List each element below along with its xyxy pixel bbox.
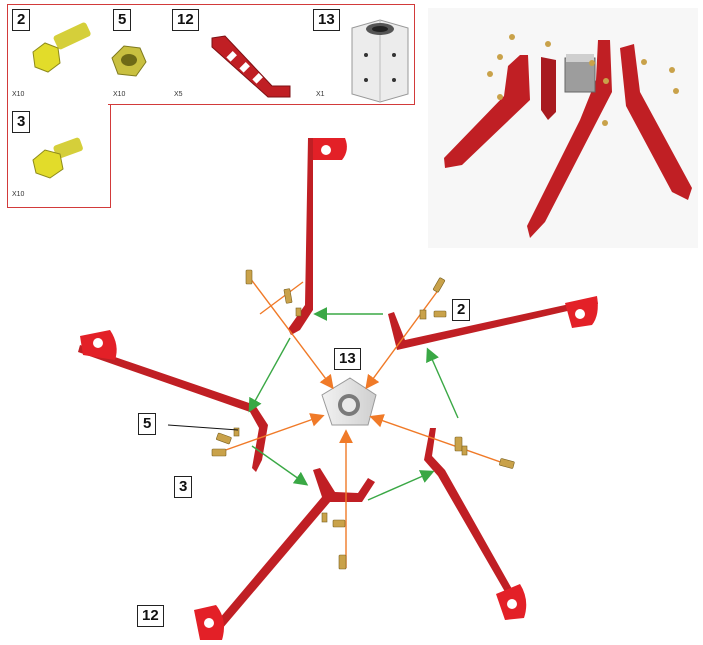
center-hub — [321, 377, 377, 426]
part-label-13: 13 — [313, 9, 340, 31]
callout-leg: 12 — [137, 605, 164, 627]
orange-arrows — [219, 277, 513, 568]
parts-list-frame — [7, 4, 415, 105]
part-label-12: 12 — [172, 9, 199, 31]
part-label-5: 5 — [113, 9, 132, 31]
parts-list-divider — [108, 104, 414, 105]
part-qty-3: X10 — [12, 191, 25, 198]
callout-bolt-long: 2 — [452, 299, 471, 321]
callout-nut: 5 — [138, 413, 157, 435]
nut-callout-leader — [167, 424, 239, 431]
hub-13-thumbnail — [351, 19, 409, 103]
leg-bottom — [194, 468, 375, 640]
part-qty-2: X10 — [12, 91, 25, 98]
part-qty-12: X5 — [174, 91, 183, 98]
callout-bolt-short: 3 — [174, 476, 193, 498]
bolt-2-thumbnail — [32, 22, 91, 73]
leg-12-thumbnail — [211, 35, 291, 98]
part-qty-13: X1 — [316, 91, 325, 98]
part-label-2: 2 — [12, 9, 31, 31]
bolt-3-thumbnail — [32, 137, 83, 179]
part-qty-5: X10 — [113, 91, 126, 98]
hardware-pieces — [211, 269, 515, 570]
assembled-preview — [428, 8, 698, 248]
leg-right — [388, 296, 598, 350]
leg-left — [78, 330, 268, 472]
green-arrows — [248, 307, 459, 501]
leg-top — [288, 138, 347, 335]
callout-center-hub: 13 — [334, 348, 361, 370]
leg-bottom-right — [424, 428, 527, 620]
nut-5-thumbnail — [111, 45, 147, 77]
part-label-3: 3 — [12, 111, 31, 133]
